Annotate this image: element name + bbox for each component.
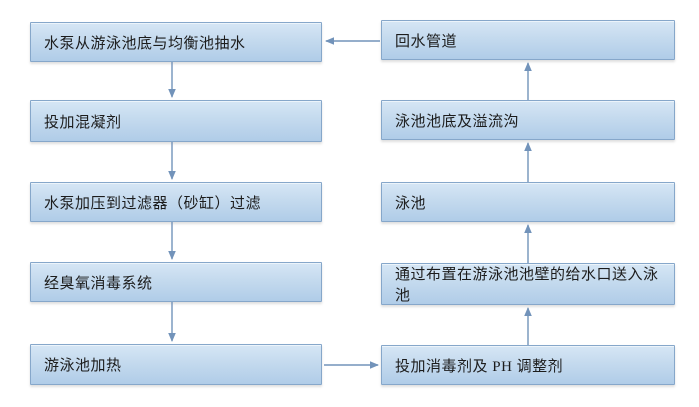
flow-node-return-pipe: 回水管道 (381, 20, 675, 60)
flow-node-label: 经臭氧消毒系统 (44, 275, 153, 292)
flow-node-pump-intake: 水泵从游泳池底与均衡池抽水 (30, 22, 322, 62)
flow-node-label: 泳池池底及溢流沟 (395, 113, 520, 130)
flow-node-label: 回水管道 (395, 33, 458, 50)
flow-node-label: 投加混凝剂 (44, 114, 122, 131)
flow-node-ozone-disinfection: 经臭氧消毒系统 (30, 262, 322, 302)
flow-node-add-coagulant: 投加混凝剂 (30, 100, 322, 142)
flow-node-label: 水泵从游泳池底与均衡池抽水 (44, 35, 246, 52)
flow-node-label: 游泳池加热 (44, 358, 122, 374)
flow-node-pool: 泳池 (381, 182, 675, 222)
flow-node-add-disinfectant-ph: 投加消毒剂及 PH 调整剂 (381, 345, 675, 385)
flow-node-wall-inlets: 通过布置在游泳池池壁的给水口送入泳池 (381, 263, 675, 305)
flow-node-label: 泳池 (395, 195, 427, 212)
flow-node-pressurize-filter: 水泵加压到过滤器（砂缸）过滤 (30, 182, 322, 222)
flow-node-label: 通过布置在游泳池池壁的给水口送入泳池 (395, 267, 659, 304)
flow-node-label: 水泵加压到过滤器（砂缸）过滤 (44, 195, 262, 212)
flow-node-pool-bottom-overflow: 泳池池底及溢流沟 (381, 100, 675, 140)
flow-node-pool-heating: 游泳池加热 (30, 344, 322, 385)
flow-node-label: 投加消毒剂及 PH 调整剂 (395, 358, 564, 375)
